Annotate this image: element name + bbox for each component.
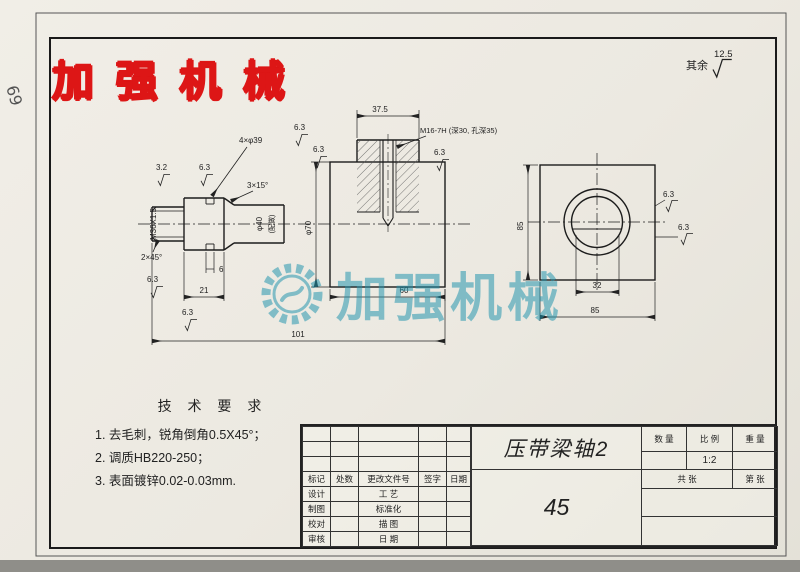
- rev-header: 处数: [330, 471, 359, 487]
- rev-header: 签字: [418, 471, 447, 487]
- rev-header: 日期: [446, 471, 471, 487]
- sign-label: 制图: [302, 501, 331, 517]
- sheet-total-label: 共 张: [641, 469, 733, 489]
- rev-header: 标记: [302, 471, 331, 487]
- sign-label: 描 图: [358, 516, 419, 532]
- finish-63-label: 6.3: [678, 223, 690, 232]
- sign-label: 校对: [302, 516, 331, 532]
- part-name: 压带梁轴2: [471, 425, 642, 471]
- bore-inner-circle: [570, 195, 624, 249]
- tapped-hole-callout: M16-7H (深30, 孔深35): [420, 126, 498, 135]
- bore-outer-circle: [563, 188, 631, 256]
- title-block: 标记 处数 更改文件号 签字 日期 设计 工 艺 制图 标准化 校对 描 图 审核 日 …: [300, 424, 778, 548]
- weight-label: 重 量: [732, 426, 778, 452]
- scale-label: 比 例: [686, 426, 733, 452]
- frame-outer: [35, 12, 787, 557]
- part-info-table: 压带梁轴2 数 量 比 例 重 量 1:2 45 共 张 第 张: [471, 425, 778, 546]
- sign-label: 工 艺: [358, 486, 419, 502]
- tech-req-title: 技 术 要 求: [157, 398, 268, 414]
- tech-req-item: 1. 去毛刺，锐角倒角0.5X45°；: [95, 428, 267, 442]
- thread-spec-label: M36X1.5: [149, 207, 158, 240]
- dim-85-v: 85: [516, 221, 525, 230]
- finish-63-label: 6.3: [182, 308, 194, 317]
- groove-dim-label: 4×φ39: [239, 136, 263, 145]
- dim-101: 101: [291, 330, 305, 339]
- dim-6: 6: [219, 265, 224, 274]
- qty-label: 数 量: [641, 426, 687, 452]
- tech-req-item: 3. 表面镀锌0.02-0.03mm.: [95, 474, 237, 489]
- dim-37-5: 37.5: [372, 105, 388, 114]
- sign-label: 标准化: [358, 501, 419, 517]
- dia40-label: φ40: [255, 216, 264, 231]
- finish-other-value: 12.5: [714, 49, 733, 60]
- fit-note-label: (配做): [267, 215, 276, 234]
- frame-inner: [49, 37, 777, 549]
- end-view-dimensions: 32 85 85 6.3 6.3: [516, 164, 694, 321]
- rev-header: 更改文件号: [358, 471, 419, 487]
- finish-63-label: 6.3: [434, 148, 446, 157]
- sign-label: 审核: [302, 531, 331, 547]
- sign-label: 日 期: [358, 531, 419, 547]
- plate-outline: [539, 164, 656, 281]
- revision-table: 标记 处数 更改文件号 签字 日期 设计 工 艺 制图 标准化 校对 描 图 审核 日 …: [302, 426, 471, 547]
- shaft-dimensions: 21 6 60 101 φ70: [151, 161, 446, 345]
- chamfer15-label: 3×15°: [247, 181, 268, 190]
- finish-63-label: 6.3: [663, 190, 675, 199]
- block-outline: [329, 161, 446, 288]
- end-view: [528, 153, 668, 292]
- scan-edge-shadow: [0, 560, 800, 572]
- technical-requirements: 技 术 要 求 1. 去毛刺，锐角倒角0.5X45°； 2. 调质HB220-2…: [95, 396, 330, 493]
- shaft-annotations: 3.2 6.3 4×φ39 3×15° 6.3 6.3 2×45° 6.3 6.…: [141, 123, 328, 332]
- dim-21: 21: [200, 286, 209, 295]
- finish-63-label: 6.3: [199, 163, 211, 172]
- chamfer45-label: 2×45°: [141, 253, 162, 262]
- surface-finish-general: 其余 12.5: [686, 49, 733, 78]
- company-logo-text: 加 强 机 械: [52, 58, 291, 105]
- finish-63-label: 6.3: [147, 275, 159, 284]
- scale-value: 1:2: [686, 450, 733, 471]
- finish-32-label: 3.2: [156, 163, 168, 172]
- section-view: [329, 134, 446, 288]
- dim-60: 60: [400, 286, 409, 295]
- surface-finish-icon: [712, 58, 733, 78]
- finish-63-label: 6.3: [313, 145, 325, 154]
- section-dimensions: 37.5 M16-7H (深30, 孔深35) 6.3: [356, 105, 498, 172]
- dim-85-h: 85: [591, 306, 600, 315]
- sheet-number-label: 第 张: [732, 469, 778, 489]
- sign-label: 设计: [302, 486, 331, 502]
- tech-req-item: 2. 调质HB220-250；: [95, 451, 210, 466]
- material-grade: 45: [471, 469, 642, 546]
- finish-other-label: 其余: [686, 58, 708, 72]
- finish-63-label: 6.3: [294, 123, 306, 132]
- dim-dia70: φ70: [304, 220, 313, 235]
- dim-32: 32: [593, 281, 602, 290]
